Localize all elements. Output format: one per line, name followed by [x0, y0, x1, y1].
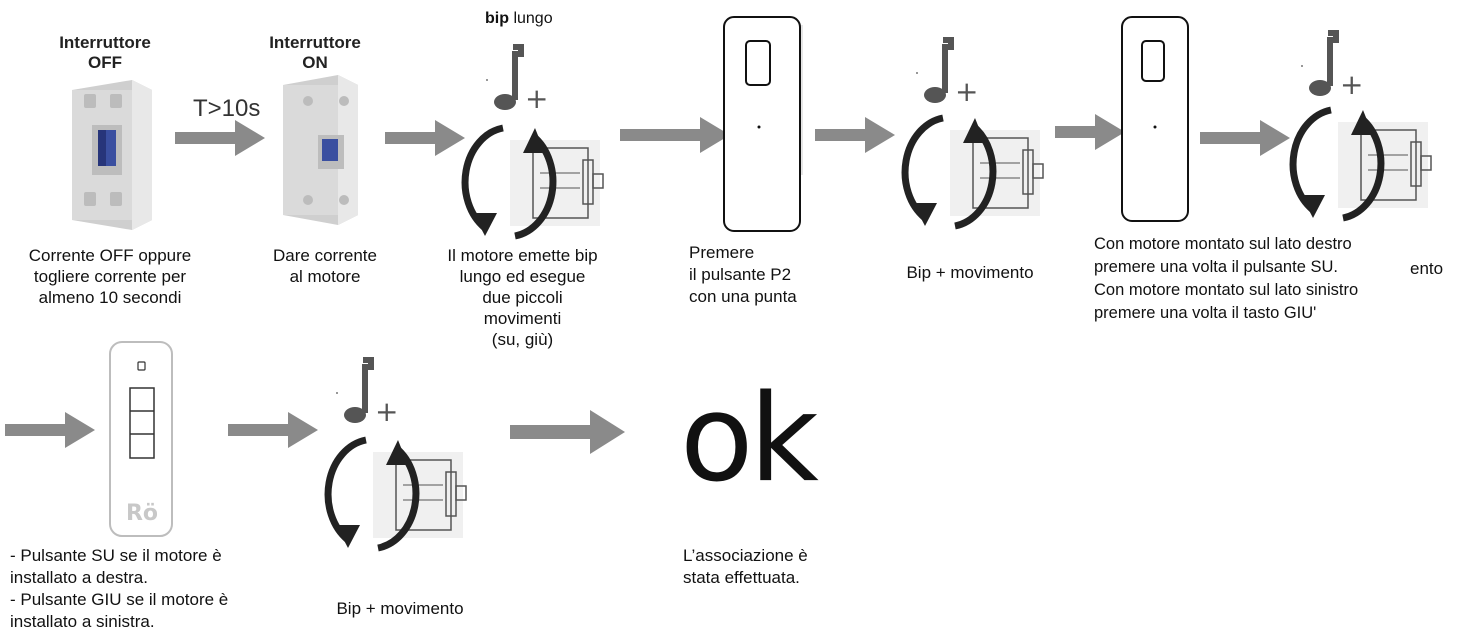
step6-caption-line2: premere una volta il pulsante SU. [1094, 258, 1338, 276]
step1-caption-line3: almeno 10 secondi [38, 288, 182, 307]
step3-caption-line5: (su, giù) [491, 330, 554, 349]
step3-caption-line3: due piccoli [482, 288, 563, 307]
step7-caption-line1: - Pulsante SU se il motore è [10, 546, 222, 565]
arrow-right-icon [815, 115, 895, 160]
breaker-off-title-line1: Interruttore [59, 33, 151, 52]
circuit-breaker-off-icon [62, 80, 162, 235]
step6-caption-line3: Con motore montato sul lato sinistro [1094, 281, 1359, 299]
step8-caption: Bip + movimento [336, 599, 464, 618]
arrow-right-icon [510, 410, 625, 459]
breaker-on-title-line1: Interruttore [269, 33, 361, 52]
breaker-off-title-line2: OFF [88, 53, 122, 72]
breaker-off-title: Interruttore OFF [40, 33, 170, 73]
step2-caption-line2: al motore [289, 267, 361, 286]
remote-back-icon [1120, 15, 1192, 230]
step1-caption-line2: togliere corrente per [33, 267, 187, 286]
music-note-plus-icon: + [335, 355, 405, 430]
long-beep-label-bold: bip [485, 10, 509, 27]
step4-caption: Premere il pulsante P2 con una punta [689, 242, 849, 308]
rotation-motor-icon [895, 108, 1055, 243]
step7-caption-line3: - Pulsante GIU se il motore è [10, 590, 229, 609]
svg-text:+: + [375, 395, 398, 428]
step3-caption-line1: Il motore emette bip [447, 246, 598, 265]
arrow-right-icon [175, 118, 265, 163]
long-beep-label: bip lungo [485, 10, 553, 28]
step3-caption-line4: movimenti [483, 309, 562, 328]
arrow-right-icon [620, 115, 730, 160]
arrow-right-icon [385, 118, 465, 163]
step7-caption-line4: installato a sinistra. [10, 612, 155, 631]
music-note-plus-icon: + [485, 42, 555, 117]
timing-label: T>10s [193, 95, 261, 122]
breaker-on-title-line2: ON [302, 53, 328, 72]
step1-caption-line1: Corrente OFF oppure [28, 246, 192, 265]
music-note-plus-icon: + [915, 35, 985, 110]
step9-caption-line1: L’associazione è [683, 546, 808, 565]
step7-caption-line2: installato a destra. [10, 568, 148, 587]
svg-text:+: + [1340, 68, 1363, 101]
svg-text:+: + [955, 75, 978, 108]
step6-caption: Con motore montato sul lato destro preme… [1094, 233, 1414, 325]
rotation-motor-icon [455, 118, 615, 253]
step6-caption-line1: Con motore montato sul lato destro [1094, 235, 1352, 253]
step9-caption-line2: stata effettuata. [683, 568, 800, 587]
arrow-right-icon [228, 410, 318, 455]
svg-text:+: + [525, 82, 548, 115]
step6-overlap-fragment: ento [1410, 259, 1444, 278]
step9-caption: L’associazione è stata effettuata. [683, 545, 883, 589]
arrow-right-icon [1200, 118, 1290, 163]
long-beep-label-rest: lungo [509, 10, 553, 27]
step2-caption-line1: Dare corrente [273, 246, 377, 265]
breaker-on-title: Interruttore ON [250, 33, 380, 73]
step3-caption: Il motore emette bip lungo ed esegue due… [430, 245, 615, 350]
step3-caption-line2: lungo ed esegue [459, 267, 586, 286]
arrow-right-icon [5, 410, 95, 455]
step4-caption-line2: il pulsante P2 [689, 265, 792, 284]
remote-logo: Rö [126, 501, 158, 526]
step4-caption-line3: con una punta [689, 287, 797, 306]
rotation-motor-icon [318, 430, 478, 565]
arrow-right-icon [1055, 112, 1125, 157]
ok-text: ok [680, 370, 819, 509]
music-note-plus-icon: + [1300, 28, 1370, 103]
step7-caption: - Pulsante SU se il motore è installato … [10, 545, 290, 633]
remote-control-icon: Rö [108, 340, 176, 545]
step2-caption: Dare corrente al motore [255, 245, 395, 287]
remote-back-icon [722, 15, 804, 240]
step6-caption-line4: premere una volta il tasto GIU' [1094, 304, 1317, 322]
step4-caption-line1: Premere [689, 243, 755, 262]
rotation-motor-icon [1283, 100, 1443, 235]
circuit-breaker-on-icon [278, 75, 368, 230]
step1-caption: Corrente OFF oppure togliere corrente pe… [15, 245, 205, 308]
step5-caption: Bip + movimento [906, 263, 1034, 282]
